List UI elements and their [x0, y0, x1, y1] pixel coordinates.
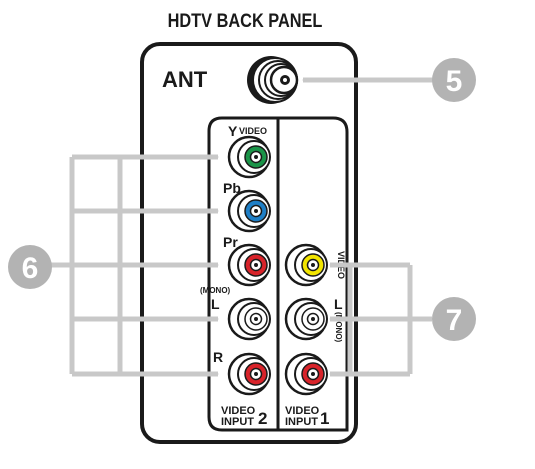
- jack-input1-video-yellow: [284, 243, 328, 287]
- jack-pr-red: [227, 243, 271, 287]
- input1-name-line2: INPUT: [285, 416, 318, 428]
- input1-mono-label: (MONO): [334, 312, 343, 343]
- antenna-connector-jack: [247, 56, 299, 104]
- input2-mono-label: (MONO): [200, 286, 231, 295]
- jack-y-green: [227, 135, 271, 179]
- callout-6-number: 6: [22, 252, 39, 285]
- input2-number: 2: [258, 409, 267, 428]
- input2-y-label: Y: [228, 123, 238, 139]
- input1-name-line1: VIDEO: [285, 405, 320, 417]
- input2-r-label: R: [213, 349, 223, 365]
- callout-7-number: 7: [446, 304, 463, 337]
- input2-name-line2: INPUT: [221, 416, 254, 428]
- input-panel-outline: [207, 116, 349, 432]
- back-panel-outline: [140, 42, 358, 444]
- input2-l-label: L: [211, 296, 220, 312]
- diagram-title: HDTV BACK PANEL: [168, 10, 323, 31]
- callout-7-leader-lines: [329, 262, 432, 377]
- input2-video-label: VIDEO: [239, 126, 267, 136]
- callout-7-badge: 7: [432, 297, 476, 341]
- input2-name-line1: VIDEO: [221, 405, 256, 417]
- callout-6-leader-lines: [46, 154, 219, 377]
- jack-pb-blue: [227, 189, 271, 233]
- input2-pb-label: Pb: [223, 180, 241, 196]
- input1-l-label: L: [334, 296, 343, 312]
- callout-5-number: 5: [446, 65, 463, 98]
- input1-number: 1: [320, 409, 329, 428]
- jack-input2-audio-r-red: [227, 352, 271, 396]
- jack-input2-audio-l-white: [227, 297, 271, 341]
- callout-6-badge: 6: [8, 245, 52, 289]
- jack-input1-audio-r-red: [284, 352, 328, 396]
- callout-5-badge: 5: [432, 58, 476, 102]
- input2-pr-label: Pr: [223, 234, 238, 250]
- jack-input1-audio-l-white: [284, 297, 328, 341]
- antenna-label: ANT: [162, 67, 208, 92]
